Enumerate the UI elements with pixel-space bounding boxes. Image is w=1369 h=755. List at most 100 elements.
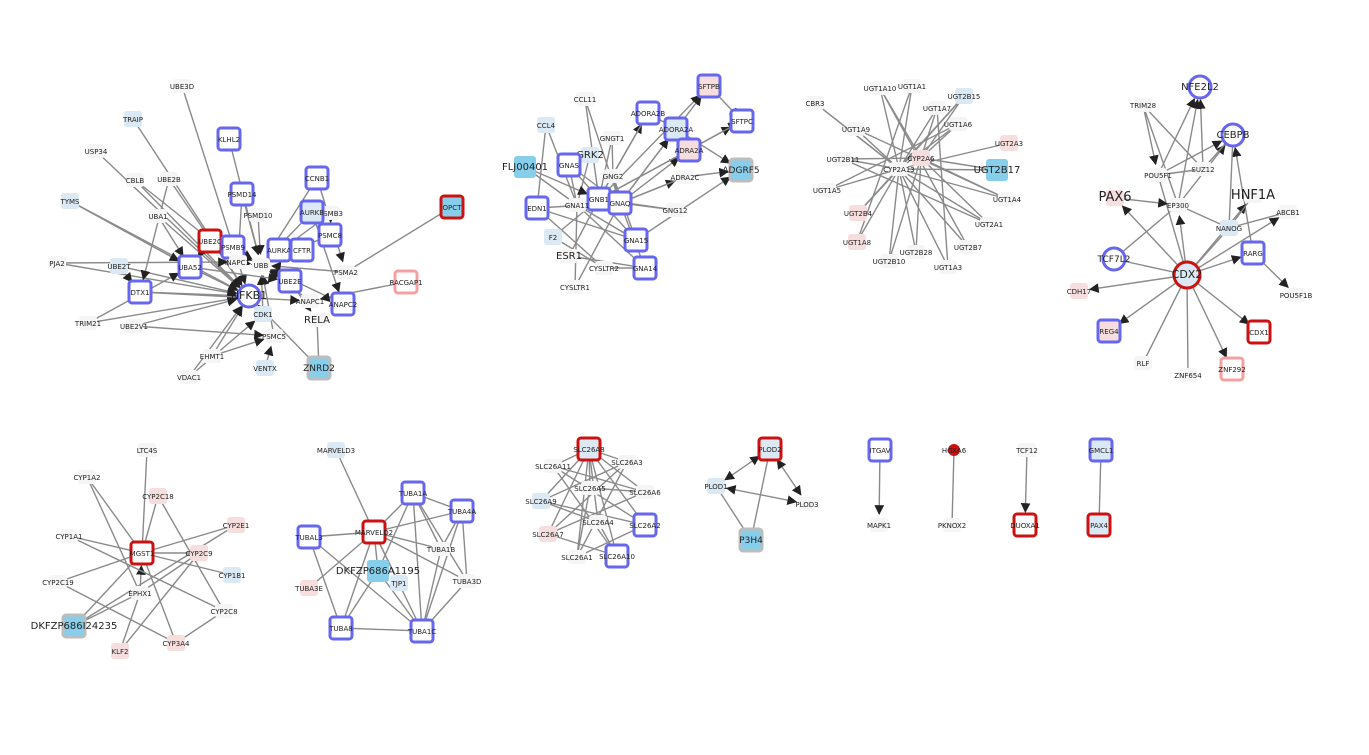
node-ubb[interactable]: UBB xyxy=(252,258,270,272)
node-aurka[interactable]: AURKA xyxy=(266,237,292,263)
node-slc26a10[interactable]: SLC26A10 xyxy=(599,543,635,569)
node-ugt1a6[interactable]: UGT1A6 xyxy=(944,117,973,131)
node-tuba8[interactable]: TUBA8 xyxy=(328,615,354,641)
node-adora2a[interactable]: ADORA2A xyxy=(659,116,694,142)
node-psma2[interactable]: PSMA2 xyxy=(334,265,358,279)
node-rarg[interactable]: RARG xyxy=(1240,240,1266,266)
node-hnf1a[interactable]: HNF1A xyxy=(1231,188,1275,203)
node-trim28[interactable]: TRIM28 xyxy=(1129,98,1156,112)
node-ugt2b17[interactable]: UGT2B17 xyxy=(974,159,1021,181)
node-cblb[interactable]: CBLB xyxy=(126,173,145,187)
node-znrd2[interactable]: ZNRD2 xyxy=(303,355,335,381)
node-tcf7l2[interactable]: TCF7L2 xyxy=(1097,246,1131,272)
node-cftr[interactable]: CFTR xyxy=(289,237,315,263)
node-ccl4[interactable]: CCL4 xyxy=(537,117,556,133)
node-cysltr1[interactable]: CYSLTR1 xyxy=(560,280,590,294)
node-gng2[interactable]: GNG2 xyxy=(603,169,624,183)
node-plod2[interactable]: PLOD2 xyxy=(757,436,783,462)
node-pou5f1[interactable]: POU5F1 xyxy=(1144,168,1172,182)
node-ventx[interactable]: VENTX xyxy=(253,360,277,376)
node-tuba4a[interactable]: TUBA4A xyxy=(447,498,476,524)
node-sftpc[interactable]: SFTPC xyxy=(729,108,755,134)
node-pou5f1b[interactable]: POU5F1B xyxy=(1280,288,1313,302)
node-nanog[interactable]: NANOG xyxy=(1216,220,1242,236)
node-klhl2[interactable]: KLHL2 xyxy=(216,126,242,152)
node-tuba1b[interactable]: TUBA1B xyxy=(426,542,455,556)
node-anapc1[interactable]: ANAPC1 xyxy=(296,294,324,308)
node-gna11[interactable]: GNA11 xyxy=(565,198,589,212)
node-sftpb[interactable]: SFTPB xyxy=(696,73,722,99)
node-duoxa1[interactable]: DUOXA1 xyxy=(1010,512,1040,538)
node-ugt1a5[interactable]: UGT1A5 xyxy=(813,183,841,197)
node-cbr3[interactable]: CBR3 xyxy=(805,96,825,110)
node-ep300[interactable]: EP300 xyxy=(1167,198,1189,212)
node-slc26a8[interactable]: SLC26A8 xyxy=(573,436,605,462)
node-esr1[interactable]: ESR1 xyxy=(556,249,582,263)
node-gnas[interactable]: GNAS xyxy=(556,152,582,178)
node-slc26a2[interactable]: SLC26A2 xyxy=(629,512,661,538)
node-ugt2a3[interactable]: UGT2A3 xyxy=(995,135,1023,151)
node-ugt1a1[interactable]: UGT1A1 xyxy=(898,79,926,93)
node-vdac1[interactable]: VDAC1 xyxy=(177,370,201,384)
node-cyp2c19[interactable]: CYP2C19 xyxy=(42,575,74,589)
node-f2[interactable]: F2 xyxy=(544,229,562,245)
node-rela[interactable]: RELA xyxy=(304,313,330,327)
node-ube3d[interactable]: UBE3D xyxy=(170,79,194,93)
node-slc26a5[interactable]: SLC26A5 xyxy=(574,481,606,495)
node-tyms[interactable]: TYMS xyxy=(59,193,80,209)
node-cyp1a2[interactable]: CYP1A2 xyxy=(74,470,101,484)
node-opct[interactable]: OPCT xyxy=(439,194,465,220)
node-uba1[interactable]: UBA1 xyxy=(148,209,168,223)
node-slc26a6[interactable]: SLC26A6 xyxy=(629,485,661,499)
node-hoxa6[interactable]: HOXA6 xyxy=(942,444,967,456)
node-gnaq[interactable]: GNAQ xyxy=(607,190,633,216)
node-ugt1a4[interactable]: UGT1A4 xyxy=(993,192,1022,206)
node-tuba1a[interactable]: TUBA1A xyxy=(398,480,427,506)
node-gmcl1[interactable]: GMCL1 xyxy=(1088,437,1114,463)
node-ube2v1[interactable]: UBE2V1 xyxy=(120,319,148,333)
node-tubal3[interactable]: TUBAL3 xyxy=(294,524,323,550)
node-ugt2b10[interactable]: UGT2B10 xyxy=(873,254,906,268)
node-ccl11[interactable]: CCL11 xyxy=(574,92,597,106)
node-pax6[interactable]: PAX6 xyxy=(1098,190,1132,206)
node-edn1[interactable]: EDN1 xyxy=(524,195,550,221)
node-cyp2a6[interactable]: CYP2A6 xyxy=(908,150,936,166)
node-ccnb1[interactable]: CCNB1 xyxy=(304,165,330,191)
node-racgap1[interactable]: RACGAP1 xyxy=(389,269,423,295)
node-ube2b[interactable]: UBE2B xyxy=(157,172,181,186)
node-dtx1[interactable]: DTX1 xyxy=(127,279,153,305)
node-ugt2b7[interactable]: UGT2B7 xyxy=(954,240,982,254)
node-ugt2b15[interactable]: UGT2B15 xyxy=(948,88,981,104)
node-slc26a4[interactable]: SLC26A4 xyxy=(582,515,614,529)
node-pja2[interactable]: PJA2 xyxy=(48,256,66,270)
node-ugt2b4[interactable]: UGT2B4 xyxy=(844,205,873,221)
node-cdh17[interactable]: CDH17 xyxy=(1067,283,1091,299)
node-psmb3[interactable]: PSMB3 xyxy=(319,206,343,220)
node-cyp2c9[interactable]: CYP2C9 xyxy=(185,545,213,561)
node-nfkb1[interactable]: NFKB1 xyxy=(231,283,267,309)
node-adra2c[interactable]: ADRA2C xyxy=(671,170,700,184)
node-psmc8[interactable]: PSMC8 xyxy=(317,222,343,248)
node-traip[interactable]: TRAIP xyxy=(122,111,143,127)
node-dkfzp686a1195[interactable]: DKFZP686A1195 xyxy=(336,560,420,582)
node-grk2[interactable]: GRK2 xyxy=(576,147,604,163)
node-slc26a9[interactable]: SLC26A9 xyxy=(525,493,557,509)
node-znf654[interactable]: ZNF654 xyxy=(1174,368,1202,382)
node-pknox2[interactable]: PKNOX2 xyxy=(938,518,966,532)
node-ugt2b28[interactable]: UGT2B28 xyxy=(900,245,933,259)
node-tuba3d[interactable]: TUBA3D xyxy=(452,574,482,588)
node-slc26a11[interactable]: SLC26A11 xyxy=(535,459,571,473)
node-tuba1c[interactable]: TUBA1C xyxy=(407,618,436,644)
node-mgst1[interactable]: MGST1 xyxy=(129,540,155,566)
node-gng12[interactable]: GNG12 xyxy=(663,203,688,217)
node-gna15[interactable]: GNA15 xyxy=(623,227,649,253)
node-itgav[interactable]: ITGAV xyxy=(867,437,893,463)
node-cysltr2[interactable]: CYSLTR2 xyxy=(589,261,619,275)
node-psmd10[interactable]: PSMD10 xyxy=(243,208,273,222)
node-cebpb[interactable]: CEBPB xyxy=(1216,122,1250,148)
node-trim21[interactable]: TRIM21 xyxy=(74,316,101,330)
node-marveld3[interactable]: MARVELD3 xyxy=(317,442,355,458)
node-cdx1[interactable]: CDX1 xyxy=(1246,319,1272,345)
node-cyp2e1[interactable]: CYP2E1 xyxy=(223,517,250,533)
node-ugt1a8[interactable]: UGT1A8 xyxy=(843,234,871,250)
